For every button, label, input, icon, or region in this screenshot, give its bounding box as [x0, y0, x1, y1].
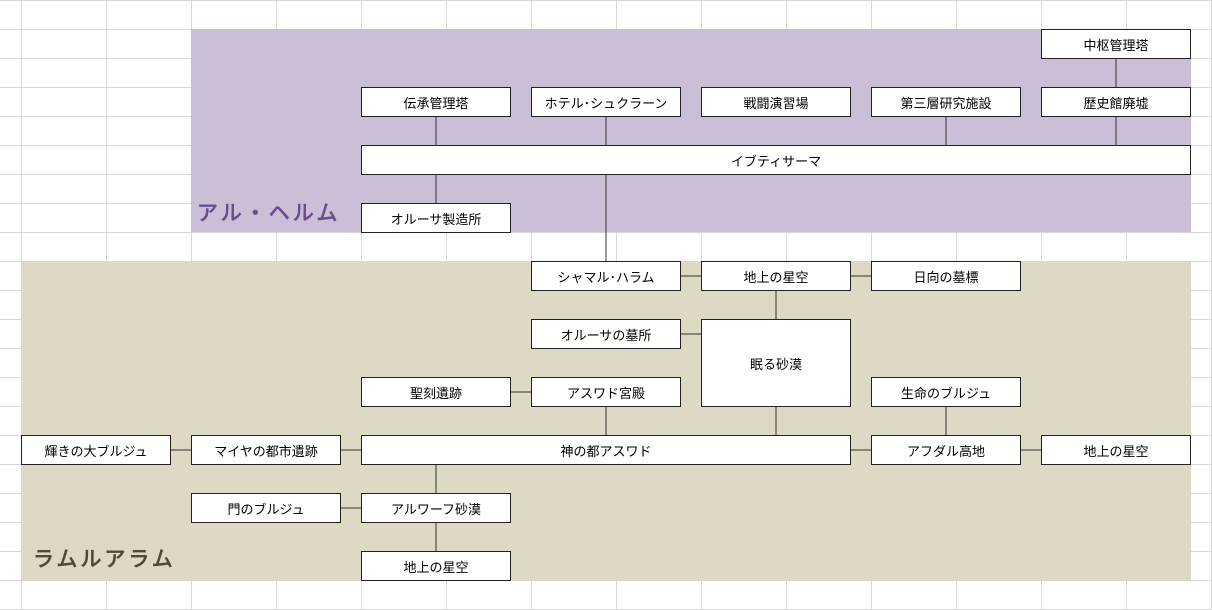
node-maiya-no-toshi-iseki[interactable]: マイヤの都市遺跡: [191, 435, 341, 465]
node-kami-no-miyako-asuwado[interactable]: 神の都アスワド: [361, 435, 851, 465]
region-title-al-helm: アル・ヘルム: [197, 201, 341, 225]
region-title-ramlaram: ラムルアラム: [33, 547, 176, 571]
node-daisanso-kenkyu-shisetsu[interactable]: 第三層研究施設: [871, 87, 1021, 117]
node-shamaru-haramu[interactable]: シャマル･ハラム: [531, 261, 681, 291]
node-nemuru-sabaku[interactable]: 眠る砂漠: [701, 319, 851, 407]
node-orusa-no-bosho[interactable]: オルーサの墓所: [531, 319, 681, 349]
node-seikoku-iseki[interactable]: 聖刻遺跡: [361, 377, 511, 407]
node-hinata-no-bohyo[interactable]: 日向の墓標: [871, 261, 1021, 291]
node-afudaru-kochi[interactable]: アフダル高地: [871, 435, 1021, 465]
node-aruwafu-sabaku[interactable]: アルワーフ砂漠: [361, 493, 511, 523]
node-hotel-shukuran[interactable]: ホテル･シュクラーン: [531, 87, 681, 117]
node-chusu-kanri-to[interactable]: 中枢管理塔: [1041, 29, 1191, 59]
region-al-helm: [191, 29, 1191, 232]
node-orusa-seizosho[interactable]: オルーサ製造所: [361, 203, 511, 233]
node-sento-enshujo[interactable]: 戦闘演習場: [701, 87, 851, 117]
node-chijo-no-hoshizora-1[interactable]: 地上の星空: [701, 261, 851, 291]
node-chijo-no-hoshizora-2[interactable]: 地上の星空: [1041, 435, 1191, 465]
node-ibutisama[interactable]: イブティサーマ: [361, 145, 1191, 175]
node-kagayaki-no-oburujyu[interactable]: 輝きの大ブルジュ: [21, 435, 171, 465]
node-chijo-no-hoshizora-3[interactable]: 地上の星空: [361, 551, 511, 581]
node-mon-no-burujyu[interactable]: 門のブルジュ: [191, 493, 341, 523]
node-seimei-no-burujyu[interactable]: 生命のブルジュ: [871, 377, 1021, 407]
node-densho-kanri-to[interactable]: 伝承管理塔: [361, 87, 511, 117]
node-asuwado-kyuden[interactable]: アスワド宮殿: [531, 377, 681, 407]
node-rekishikan-haikyo[interactable]: 歴史館廃墟: [1041, 87, 1191, 117]
